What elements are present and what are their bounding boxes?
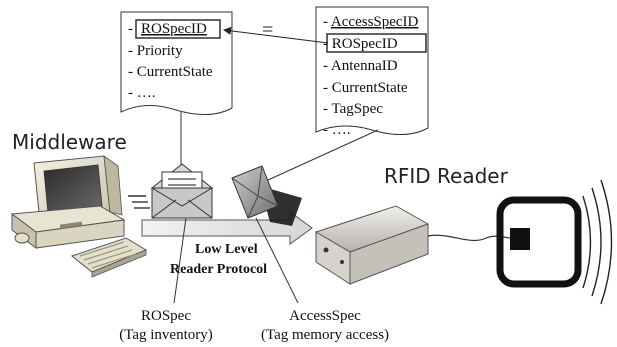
rospec-caption-subtitle: (Tag inventory) xyxy=(119,327,213,343)
rospec-caption-title: ROSpec xyxy=(141,308,191,324)
accessspec-caption-connector xyxy=(255,217,299,304)
protocol-label-line1: Low Level xyxy=(195,242,258,257)
rfid-reader-label: RFID Reader xyxy=(384,164,509,188)
rospec-doc-item-more: - …. xyxy=(128,85,156,101)
antenna-cable xyxy=(427,234,513,242)
accessspec-document: - AccessSpecID - ROSpecID - AntennaID - … xyxy=(315,6,429,138)
rospecid-highlight-box xyxy=(135,19,221,39)
rospec-doc-item-currentstate: - CurrentState xyxy=(128,64,213,80)
radio-waves-icon xyxy=(582,179,613,305)
middleware-label: Middleware xyxy=(12,130,127,154)
rospec-caption-connector xyxy=(173,217,187,304)
antenna-icon xyxy=(496,196,582,288)
accessspec-doc-item-antennaid: - AntennaID xyxy=(323,58,398,74)
protocol-label-line2: Reader Protocol xyxy=(170,262,267,277)
accessspec-doc-item-more: - …. xyxy=(323,122,351,138)
rospec-doc-item-rospecid: ROSpecID xyxy=(141,21,207,37)
accessspec-doc-item-currentstate: - CurrentState xyxy=(323,80,408,96)
accessspec-envelope-icon xyxy=(231,165,302,226)
accessspec-caption-subtitle: (Tag memory access) xyxy=(261,327,389,343)
computer-icon xyxy=(10,155,148,278)
accessspec-doc-item-rospecid: - ROSpecID xyxy=(323,36,398,52)
accessspec-doc-item-tagspec: - TagSpec xyxy=(323,101,383,117)
equals-sign: = xyxy=(262,19,273,41)
rospec-envelope-icon xyxy=(128,163,214,219)
accessspec-envelope-connector xyxy=(267,129,379,181)
rospec-document: - ROSpecID - Priority - CurrentState - …… xyxy=(120,11,233,115)
rospec-doc-bullet: - xyxy=(128,21,133,37)
accessspec-caption-title: AccessSpec xyxy=(289,308,361,324)
reference-arrow xyxy=(223,26,329,44)
rfid-reader-icon xyxy=(314,205,430,285)
rospec-doc-item-priority: - Priority xyxy=(128,43,183,59)
accessspec-doc-item-accessspecid: - AccessSpecID xyxy=(323,14,419,30)
